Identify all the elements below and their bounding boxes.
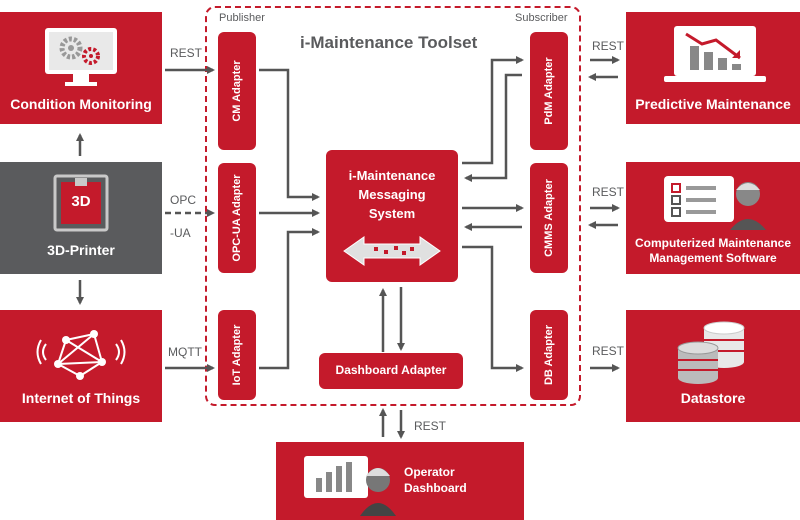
checklist-worker-icon [664, 176, 766, 230]
network-icon [36, 330, 126, 380]
iot-box: Internet of Things [0, 310, 162, 422]
cm-adapter: CM Adapter [218, 32, 256, 150]
toolset-title: i-Maintenance Toolset [300, 33, 478, 52]
pdm-adapter-label: PdM Adapter [543, 57, 555, 125]
condition-monitoring-box: Condition Monitoring [0, 12, 162, 124]
printer-label: 3D-Printer [47, 242, 115, 258]
protocol-rest-cmms: REST [592, 185, 625, 199]
protocol-rest-db: REST [592, 344, 625, 358]
opcua-adapter: OPC-UA Adapter [218, 163, 256, 273]
dashboard-adapter: Dashboard Adapter [319, 353, 463, 389]
predictive-maintenance-box: Predictive Maintenance [626, 12, 800, 124]
cmms-adapter: CMMS Adapter [530, 163, 568, 273]
cmms-label-line2: Management Software [649, 251, 777, 265]
datastore-box: Datastore [626, 310, 800, 422]
messaging-line1: i-Maintenance [348, 168, 436, 183]
cm-adapter-label: CM Adapter [231, 60, 243, 122]
laptop-chart-icon [664, 26, 766, 82]
operator-dashboard-box: Operator Dashboard [276, 442, 524, 520]
printer-box: 3D 3D-Printer [0, 162, 162, 274]
messaging-line2: Messaging [358, 187, 426, 202]
pdm-adapter: PdM Adapter [530, 32, 568, 150]
db-adapter-label: DB Adapter [543, 324, 555, 386]
opcua-adapter-label: OPC-UA Adapter [231, 174, 243, 262]
database-icon [677, 321, 745, 384]
publisher-label: Publisher [219, 12, 265, 24]
double-arrow-icon [343, 236, 441, 266]
dashboard-adapter-label: Dashboard Adapter [335, 363, 447, 377]
messaging-system: i-Maintenance Messaging System [326, 150, 458, 282]
operator-label-line2: Dashboard [404, 481, 467, 495]
monitor-gears-icon [45, 28, 117, 86]
protocol-mqtt: MQTT [168, 345, 202, 359]
iot-adapter-label: IoT Adapter [231, 324, 243, 386]
protocol-rest-dashboard: REST [414, 419, 447, 433]
db-adapter: DB Adapter [530, 310, 568, 400]
3d-printer-icon [53, 174, 109, 232]
printer-badge: 3D [71, 193, 91, 210]
dashboard-worker-icon [304, 456, 396, 516]
messaging-line3: System [368, 206, 416, 221]
cmms-label-line1: Computerized Maintenance [634, 236, 792, 250]
iot-label: Internet of Things [21, 390, 141, 406]
toolset-boundary [205, 6, 581, 406]
predictive-maintenance-label: Predictive Maintenance [635, 96, 791, 112]
protocol-rest-cm: REST [170, 46, 203, 60]
protocol-rest-pdm: REST [592, 39, 625, 53]
subscriber-label: Subscriber [515, 12, 568, 24]
operator-label-line1: Operator [404, 465, 455, 479]
iot-adapter: IoT Adapter [218, 310, 256, 400]
datastore-label: Datastore [680, 390, 746, 406]
condition-monitoring-label: Condition Monitoring [10, 96, 152, 112]
protocol-opc-line2: -UA [170, 226, 191, 240]
cmms-box: Computerized Maintenance Management Soft… [626, 162, 800, 274]
cmms-adapter-label: CMMS Adapter [543, 179, 555, 257]
protocol-opc-line1: OPC [170, 193, 197, 207]
